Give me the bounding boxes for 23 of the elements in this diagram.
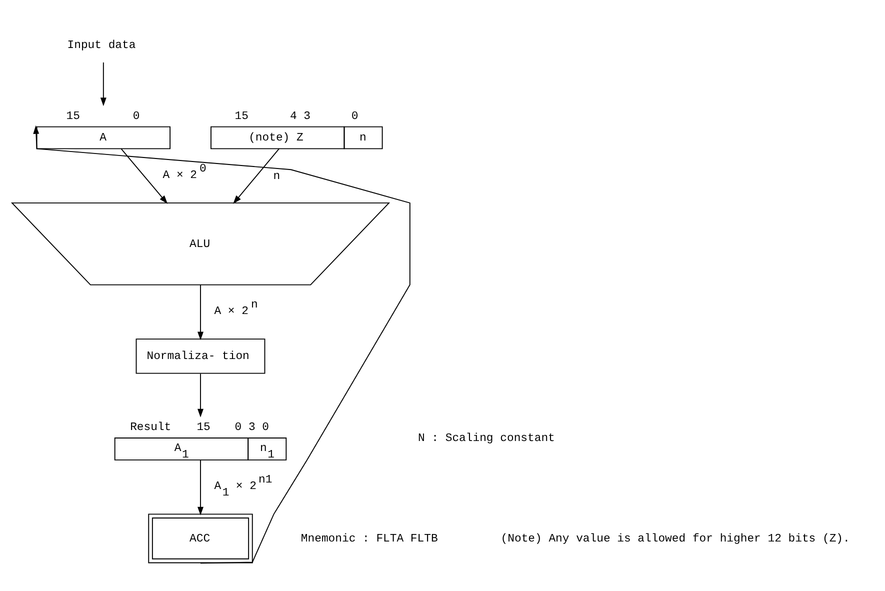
node-box: ACC (148, 514, 253, 564)
label: Mnemonic : FLTA FLTB (300, 532, 438, 546)
node-label: 15 (66, 110, 80, 123)
label: (Note) Any value is allowed for higher 12 bits (Z). (500, 532, 850, 546)
arrow (198, 460, 204, 516)
node-box: Normaliza- tion (136, 338, 266, 374)
node-label: 15 (234, 110, 248, 123)
node-text: Input data (67, 38, 136, 52)
arrow (100, 62, 106, 106)
node-label: Result (130, 421, 172, 434)
arrow (198, 373, 204, 418)
node-box: A (36, 126, 171, 150)
node-label: 4 3 (290, 110, 311, 123)
node-label: 15 (196, 421, 210, 434)
edge-label: n (273, 170, 280, 183)
node-label: 0 (132, 110, 140, 123)
arrow (120, 148, 168, 204)
arrow (198, 284, 204, 340)
arrow (33, 125, 410, 564)
node-label: 0 3 0 (234, 421, 270, 434)
label: N : Scaling constant (418, 432, 555, 445)
arrow (233, 148, 280, 204)
node-label: 0 (351, 110, 358, 123)
